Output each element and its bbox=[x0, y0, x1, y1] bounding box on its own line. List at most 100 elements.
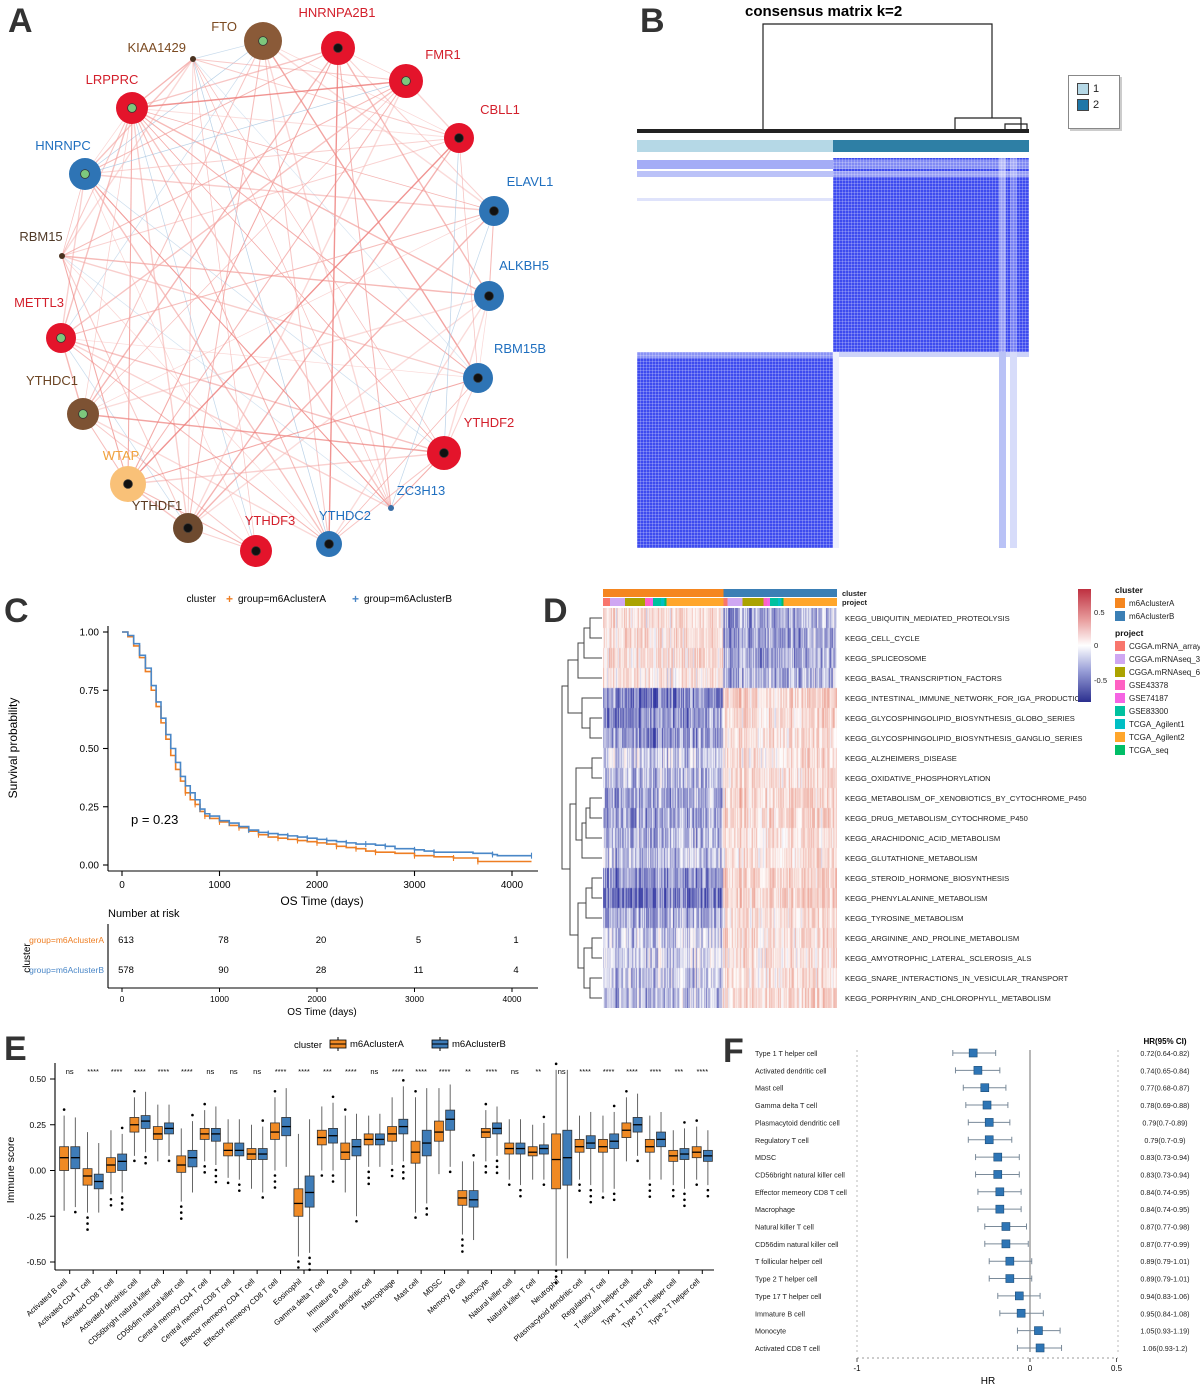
gsva-row-label-14: KEGG_PHENYLALANINE_METABOLISM bbox=[845, 894, 988, 903]
svg-text:0.00: 0.00 bbox=[80, 861, 100, 872]
gsva-project-legend-item-8: TCGA_seq bbox=[1115, 745, 1200, 755]
consensus-block-bottomleft bbox=[637, 352, 833, 548]
svg-text:613: 613 bbox=[118, 935, 134, 946]
svg-text:2000: 2000 bbox=[306, 880, 329, 891]
svg-text:0.25: 0.25 bbox=[80, 802, 100, 813]
gsva-anno-label-cluster: cluster bbox=[842, 589, 867, 598]
forest-row-label-3: Gamma delta T cell bbox=[755, 1101, 817, 1110]
forest-row-label-1: Activated dendritic cell bbox=[755, 1066, 827, 1075]
risk-axis-label: cluster bbox=[22, 943, 33, 973]
svg-text:0: 0 bbox=[1028, 1364, 1033, 1373]
forest-hr-text-12: 0.89(0.79-1.01) bbox=[1140, 1257, 1189, 1266]
panel-label-d: D bbox=[543, 592, 568, 630]
forest-marker-2 bbox=[980, 1083, 990, 1093]
sig-label-15: **** bbox=[415, 1067, 427, 1076]
forest-row-label-10: Natural killer T cell bbox=[755, 1223, 814, 1232]
sig-label-25: **** bbox=[650, 1067, 662, 1076]
forest-hr-text-1: 0.74(0.65-0.84) bbox=[1140, 1066, 1189, 1075]
gsva-colorbar-tick-high: 0.5 bbox=[1094, 608, 1105, 617]
sig-label-26: *** bbox=[674, 1067, 683, 1076]
forest-row-label-14: Type 17 T helper cell bbox=[755, 1292, 822, 1301]
sig-label-11: *** bbox=[323, 1067, 332, 1076]
gene-label-ALKBH5: ALKBH5 bbox=[499, 258, 549, 273]
forest-row-label-15: Immature B cell bbox=[755, 1309, 805, 1318]
forest-hr-text-10: 0.87(0.77-0.98) bbox=[1140, 1223, 1189, 1232]
consensus-block-topleft bbox=[637, 158, 833, 352]
forest-row-label-8: Effector memeory CD8 T cell bbox=[755, 1188, 847, 1197]
svg-text:0: 0 bbox=[119, 880, 125, 891]
forest-hr-text-17: 1.06(0.93-1.2) bbox=[1142, 1344, 1187, 1353]
forest-hr-text-8: 0.84(0.74-0.95) bbox=[1140, 1188, 1189, 1197]
consensus-column-dendrogram bbox=[637, 23, 1029, 133]
svg-text:4000: 4000 bbox=[503, 994, 522, 1004]
sig-label-2: **** bbox=[111, 1067, 123, 1076]
gene-node-RBM15[interactable] bbox=[59, 253, 65, 259]
sig-label-18: **** bbox=[486, 1067, 498, 1076]
svg-text:0.5: 0.5 bbox=[1111, 1364, 1123, 1373]
forest-marker-9 bbox=[995, 1204, 1005, 1214]
forest-marker-6 bbox=[993, 1152, 1003, 1162]
panel-label-e: E bbox=[4, 1030, 27, 1068]
svg-text:4000: 4000 bbox=[501, 880, 524, 891]
gsva-project-legend-swatch-0 bbox=[1115, 641, 1125, 651]
forest-xlabel: HR bbox=[981, 1376, 995, 1386]
sig-label-9: **** bbox=[275, 1067, 287, 1076]
gsva-row-label-18: KEGG_SNARE_INTERACTIONS_IN_VESICULAR_TRA… bbox=[845, 974, 1069, 983]
gsva-project-legend-swatch-8 bbox=[1115, 745, 1125, 755]
gene-node-ZC3H13[interactable] bbox=[388, 505, 394, 511]
sig-label-13: ns bbox=[370, 1067, 378, 1076]
svg-text:-0.50: -0.50 bbox=[27, 1257, 47, 1267]
gsva-project-legend-item-3: GSE43378 bbox=[1115, 680, 1200, 690]
gsva-row-label-6: KEGG_GLYCOSPHINGOLIPID_BIOSYNTHESIS_GANG… bbox=[845, 734, 1083, 743]
gene-label-YTHDF1: YTHDF1 bbox=[132, 498, 183, 513]
gsva-project-legend-swatch-3 bbox=[1115, 680, 1125, 690]
forest-marker-5 bbox=[984, 1135, 994, 1145]
km-ylabel: Survival probability bbox=[6, 698, 20, 799]
gsva-row-label-19: KEGG_PORPHYRIN_AND_CHLOROPHYLL_METABOLIS… bbox=[845, 994, 1051, 1003]
forest-marker-3 bbox=[982, 1100, 992, 1110]
consensus-legend-box: 1 2 bbox=[1068, 75, 1120, 129]
forest-marker-16 bbox=[1034, 1326, 1043, 1335]
gsva-row-label-8: KEGG_OXIDATIVE_PHOSPHORYLATION bbox=[845, 774, 991, 783]
svg-text:Immune score: Immune score bbox=[5, 1137, 17, 1204]
forest-marker-8 bbox=[995, 1187, 1005, 1197]
gsva-project-legend-item-1: CGGA.mRNAseq_325 bbox=[1115, 654, 1200, 664]
gsva-anno-label-project: project bbox=[842, 598, 868, 607]
gsva-row-label-13: KEGG_STEROID_HORMONE_BIOSYNTHESIS bbox=[845, 874, 1010, 883]
svg-text:group=m6AclusterB: group=m6AclusterB bbox=[364, 594, 452, 605]
forest-hr-text-11: 0.87(0.77-0.99) bbox=[1140, 1240, 1189, 1249]
km-curve-group=m6AclusterB bbox=[122, 631, 532, 857]
gsva-project-legend-item-7: TCGA_Agilent2 bbox=[1115, 732, 1200, 742]
forest-hr-text-3: 0.78(0.69-0.88) bbox=[1140, 1101, 1189, 1110]
sig-label-17: ** bbox=[465, 1067, 471, 1076]
svg-text:0.00: 0.00 bbox=[29, 1166, 46, 1176]
gsva-project-legend-item-0: CGGA.mRNA_array bbox=[1115, 641, 1200, 651]
forest-header: HR(95% CI) bbox=[1143, 1037, 1186, 1046]
gsva-row-dendrogram bbox=[561, 617, 602, 999]
svg-text:cluster: cluster bbox=[294, 1040, 322, 1051]
forest-hr-text-6: 0.83(0.73-0.94) bbox=[1140, 1153, 1189, 1162]
svg-text:-0.25: -0.25 bbox=[27, 1211, 47, 1221]
gsva-cluster-legend-item-0: m6AclusterA bbox=[1115, 598, 1174, 608]
forest-hr-text-13: 0.89(0.79-1.01) bbox=[1140, 1275, 1189, 1284]
forest-row-label-12: T follicular helper cell bbox=[755, 1257, 823, 1266]
svg-text:0.25: 0.25 bbox=[29, 1120, 46, 1130]
panel-label-a: A bbox=[8, 2, 33, 40]
sig-label-12: **** bbox=[345, 1067, 357, 1076]
gene-node-KIAA1429[interactable] bbox=[190, 56, 196, 62]
sig-label-16: **** bbox=[439, 1067, 451, 1076]
gene-label-ELAVL1: ELAVL1 bbox=[507, 174, 554, 189]
svg-text:+: + bbox=[226, 592, 233, 606]
gsva-row-label-15: KEGG_TYROSINE_METABOLISM bbox=[845, 914, 964, 923]
svg-text:1: 1 bbox=[513, 935, 518, 946]
forest-hr-text-16: 1.05(0.93-1.19) bbox=[1140, 1327, 1189, 1336]
gsva-project-legend-swatch-7 bbox=[1115, 732, 1125, 742]
svg-text:578: 578 bbox=[118, 965, 134, 976]
gsva-row-label-2: KEGG_SPLICEOSOME bbox=[845, 654, 927, 663]
svg-text:1000: 1000 bbox=[208, 880, 231, 891]
forest-row-label-16: Monocyte bbox=[755, 1327, 786, 1336]
sig-label-27: **** bbox=[696, 1067, 708, 1076]
forest-marker-13 bbox=[1005, 1274, 1015, 1283]
svg-text:4: 4 bbox=[513, 965, 518, 976]
forest-row-label-5: Regulatory T cell bbox=[755, 1136, 809, 1145]
